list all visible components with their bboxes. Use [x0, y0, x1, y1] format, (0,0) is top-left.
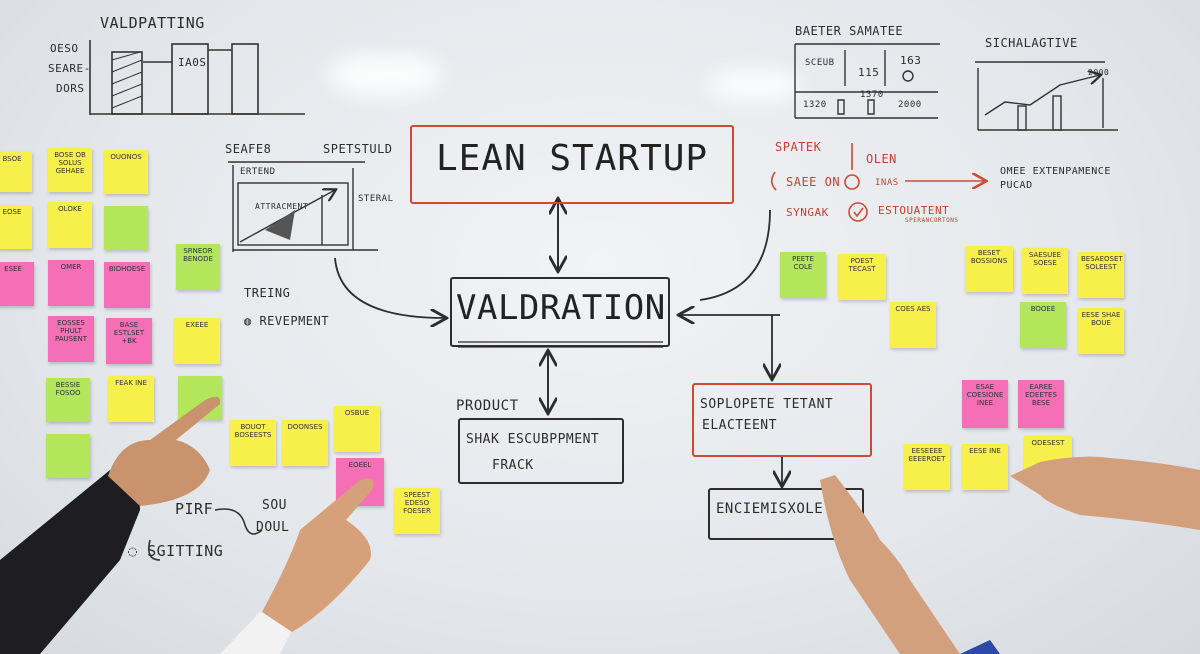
right-chart-title: SICHALAGTIVE: [985, 36, 1078, 50]
sticky-note[interactable]: EESE INE: [962, 444, 1008, 490]
left-hand: [108, 396, 221, 506]
bottom-left-label: SOU: [262, 498, 287, 513]
left-chart-label: ERTEND: [240, 167, 276, 177]
sticky-note[interactable]: ESEE: [0, 262, 34, 306]
sticky-note[interactable]: EXEEE: [174, 318, 220, 364]
sticky-note[interactable]: EAREE EDEETES BESE: [1018, 380, 1064, 428]
sticky-note[interactable]: POEST TECAST: [838, 254, 886, 300]
sticky-note[interactable]: BIDHOESE: [104, 262, 150, 308]
sticky-note[interactable]: OUONOS: [104, 150, 148, 194]
sticky-note[interactable]: BOOEE: [1020, 302, 1066, 348]
chart-bar-label: IA0S: [178, 56, 207, 69]
bottom-left-label: DOUL: [256, 520, 290, 535]
red-note: SPERANCORTONS: [905, 217, 959, 224]
left-chart-label: STERAL: [358, 194, 394, 204]
product-label: PRODUCT: [456, 398, 519, 414]
arrow-to-validation: [334, 257, 445, 318]
product-box: [458, 418, 624, 484]
light-glare-left: [330, 55, 440, 95]
right-chart-value: 2000: [1088, 68, 1110, 77]
right-middle-arm: [820, 475, 1000, 654]
table-title: BAETER SAMATEE: [795, 24, 904, 38]
sticky-note[interactable]: DOONSES: [282, 420, 328, 466]
sticky-note[interactable]: EESEEEE EEEEROET: [904, 444, 950, 490]
chart-label-1: OESO: [50, 42, 79, 55]
trend-label: TREING: [244, 286, 291, 300]
left-chart-label: ATTRACMENT: [255, 202, 309, 211]
circle-icon: ◍: [244, 314, 260, 328]
left-line-chart: [228, 161, 378, 252]
red-note: SYNGAK: [786, 206, 829, 219]
right-label-2: PUCAD: [1000, 180, 1033, 191]
sticky-note[interactable]: EESE SHAE BOUE: [1078, 308, 1124, 354]
left-arm: [0, 470, 140, 654]
validation-title: VALDRATION: [456, 288, 666, 328]
sticky-note[interactable]: BESET BOSSIONS: [965, 246, 1013, 292]
sticky-note[interactable]: PEETE COLE: [780, 252, 826, 298]
sticky-note[interactable]: BSOE: [0, 152, 32, 192]
bottom-left-label: PIRF: [175, 500, 214, 518]
table-cell: 1370: [860, 90, 884, 100]
sticky-note[interactable]: SAESUEE SOESE: [1022, 248, 1068, 294]
right-label-1: OMEE EXTENPAMENCE: [1000, 166, 1111, 177]
middle-hand: [262, 478, 374, 632]
bottom-left-label: ◌ SGITTING: [128, 542, 224, 560]
sticky-note[interactable]: BASE ESTLSET +BK: [106, 318, 152, 364]
sticky-note[interactable]: [46, 434, 90, 478]
sticky-note[interactable]: EOSE: [0, 205, 32, 249]
product-box-line-1: SHAK ESCUBPPMENT: [466, 432, 600, 447]
chart-label-3: DORS: [56, 82, 85, 95]
validation-box: [450, 277, 670, 347]
table-cell: 115: [858, 66, 880, 79]
lean-startup-title: LEAN STARTUP: [436, 138, 709, 179]
sticky-note[interactable]: BOUOT BOSEESTS: [230, 420, 276, 466]
product-box-line-2: FRACK: [492, 458, 534, 473]
sticky-note[interactable]: OLOKE: [48, 202, 92, 248]
left-chart-title-2: SPETSTULD: [323, 142, 393, 156]
bottom-left-text: SGITTING: [147, 542, 224, 560]
top-left-bar-chart: [89, 40, 305, 115]
sticky-note[interactable]: BOSE OB SOLUS GEHAEE: [48, 148, 92, 192]
solution-box-line-2: ELACTEENT: [702, 418, 777, 433]
sticky-note[interactable]: OSBUE: [334, 406, 380, 452]
sticky-note[interactable]: SPEEST EDESO FOESER: [394, 488, 440, 534]
development-label: ◍ REVEPMENT: [244, 314, 329, 328]
red-note: ESTOUATENT: [878, 204, 950, 217]
red-annotations: [770, 143, 985, 222]
sticky-note[interactable]: EOSSES PHULT PAUSENT: [48, 316, 94, 362]
table-cell: SCEUB: [805, 58, 835, 68]
right-arm: [1010, 456, 1200, 530]
red-note: INAS: [875, 178, 899, 188]
sticky-note[interactable]: FEAK INE: [108, 376, 154, 422]
red-note: SPATEK: [775, 140, 822, 154]
top-right-line-chart: [975, 61, 1118, 131]
sticky-note[interactable]: [104, 206, 148, 250]
bottom-box-text: ENCIEMISXOLE: [716, 501, 824, 517]
sticky-note[interactable]: BESAEOSET SOLEEST: [1078, 252, 1124, 298]
sticky-note[interactable]: OMER: [48, 260, 94, 306]
table-cell: 2000: [898, 100, 922, 110]
sticky-note[interactable]: COES AES: [890, 302, 936, 348]
middle-arm: [220, 610, 292, 654]
top-left-title: VALDPATTING: [100, 14, 205, 32]
table-cell: 1320: [803, 100, 827, 110]
sticky-note[interactable]: SRNEOR BENODE: [176, 244, 220, 290]
sticky-note[interactable]: ESAE COESIONE INEE: [962, 380, 1008, 428]
solution-box-line-1: SOPLOPETE TETANT: [700, 397, 834, 412]
red-note: OLEN: [866, 152, 897, 166]
top-right-table: [794, 43, 940, 119]
table-cell: 163: [900, 54, 922, 67]
chart-label-2: SEARE-: [48, 62, 91, 75]
development-text: REVEPMENT: [259, 314, 329, 328]
left-chart-title-1: SEAFE8: [225, 142, 272, 156]
sticky-note[interactable]: BESSIE FOSOO: [46, 378, 90, 422]
solution-box: [692, 383, 872, 457]
light-glare-right: [710, 70, 800, 100]
lean-startup-box: [410, 125, 734, 204]
red-note: SAEE ON: [786, 175, 841, 189]
